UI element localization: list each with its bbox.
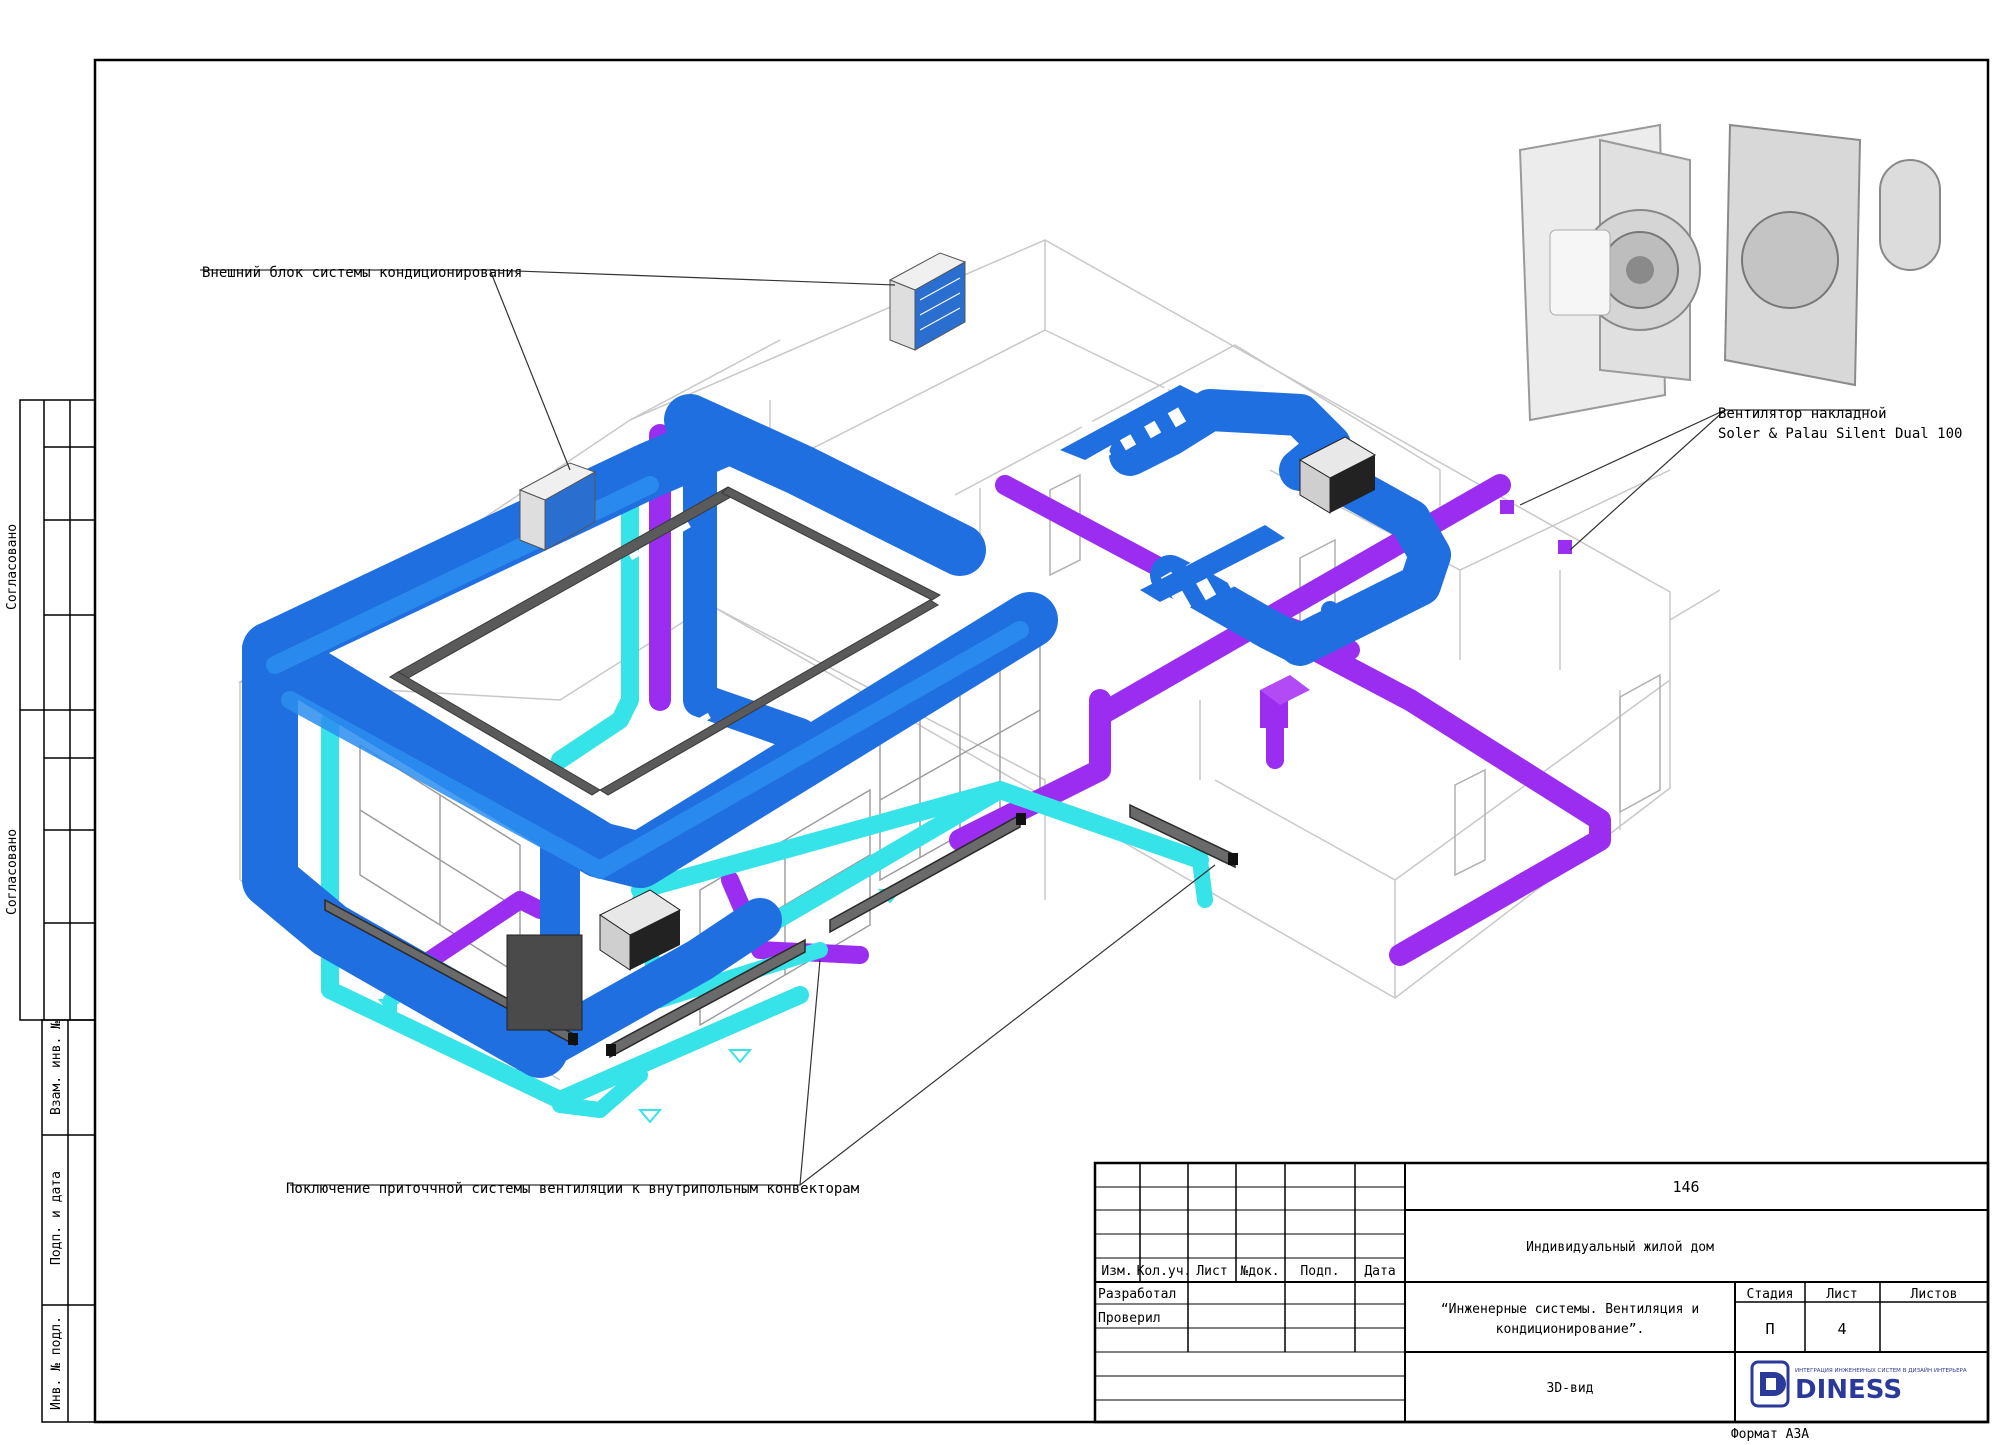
- callout-fan-line2: Soler & Palau Silent Dual 100: [1718, 426, 1962, 442]
- stamp-approved-2: Согласовано: [5, 829, 20, 915]
- exhaust-box: [1260, 675, 1310, 705]
- stamp-inv-no: Инв. № подл.: [49, 1316, 64, 1410]
- logo-tagline: ИНТЕГРАЦИЯ ИНЖЕНЕРНЫХ СИСТЕМ В ДИЗАЙН ИН…: [1795, 1367, 1967, 1374]
- outdoor-ac-unit-2-icon: [518, 462, 597, 551]
- tb-sheet-title-1: “Инженерные системы. Вентиляция и: [1441, 1302, 1699, 1317]
- stamp-approved-1: Согласовано: [5, 524, 20, 610]
- tb-sheet-title-2: кондиционирование”.: [1496, 1322, 1645, 1337]
- tb-checked: Проверил: [1098, 1311, 1161, 1326]
- tb-object: Индивидуальный жилой дом: [1526, 1240, 1714, 1255]
- title-block-grid: [1093, 1161, 1990, 1424]
- linear-diffusers: [389, 486, 942, 796]
- stamp-ref-no: Взам. инв. №: [49, 1021, 64, 1115]
- supply-grille-frames: [1060, 385, 1285, 602]
- tb-sheets-label: Листов: [1911, 1287, 1958, 1302]
- tb-stage-label: Стадия: [1747, 1287, 1794, 1302]
- exhaust-fan-icon: [1518, 123, 1941, 422]
- tb-header-ndok: №док.: [1240, 1264, 1279, 1279]
- air-handling-unit-1: [599, 889, 681, 971]
- tb-header-data: Дата: [1364, 1264, 1395, 1279]
- tb-stage-value: П: [1765, 1320, 1774, 1338]
- tb-view: 3D-вид: [1547, 1381, 1594, 1396]
- stamp-sign-date: Подп. и дата: [49, 1171, 64, 1265]
- tb-format: Формат А3А: [1731, 1427, 1809, 1442]
- callout-leaders: [200, 269, 1870, 1186]
- tb-header-podp: Подп.: [1300, 1264, 1339, 1279]
- tb-developed: Разработал: [1098, 1287, 1176, 1302]
- callout-outdoor-unit: Внешний блок системы кондиционирования: [202, 265, 522, 281]
- tb-sheet-value: 4: [1837, 1320, 1846, 1338]
- outdoor-ac-unit-icon: [888, 252, 967, 351]
- logo-text: DINESS: [1795, 1375, 1902, 1405]
- side-stamp: [19, 399, 96, 1423]
- air-handling-unit-2: [1298, 436, 1377, 514]
- convector-ends: [568, 813, 1238, 1056]
- diness-logo-icon: [1750, 1360, 1790, 1408]
- tb-header-izm: Изм.: [1101, 1264, 1132, 1279]
- callout-convectors: Поключение приточчной системы вентиляции…: [286, 1181, 860, 1197]
- technical-cabinet: [506, 934, 583, 1031]
- tb-header-koluch: Кол.уч.: [1137, 1264, 1192, 1279]
- tb-project-code: 146: [1672, 1178, 1699, 1196]
- diffuser-slots: [429, 521, 891, 759]
- tb-header-list: Лист: [1196, 1264, 1227, 1279]
- callout-fan-line1: Вентилятор накладной: [1718, 406, 1887, 422]
- tb-sheet-label: Лист: [1826, 1287, 1857, 1302]
